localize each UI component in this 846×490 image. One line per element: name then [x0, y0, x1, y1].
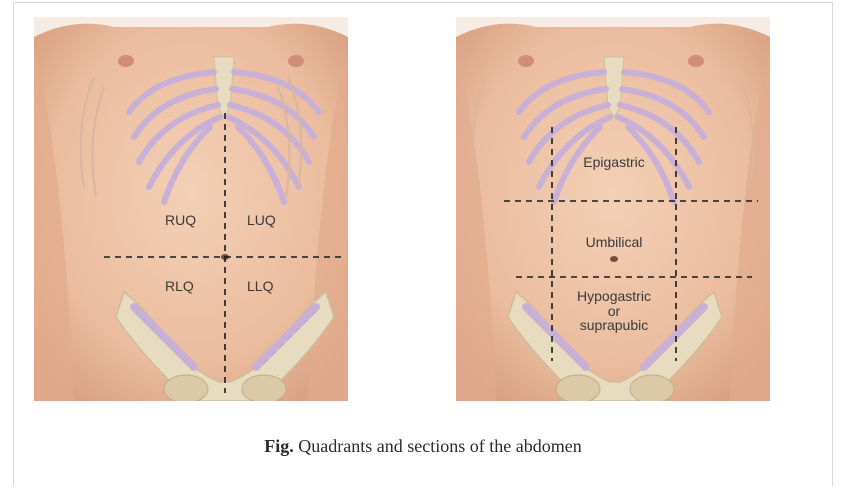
quadrants-illustration: RUQ LUQ RLQ LLQ: [34, 17, 348, 401]
nipple-right: [518, 55, 534, 67]
llq-label: LLQ: [247, 279, 273, 294]
torso-quadrants-drawing: [34, 17, 348, 401]
hypogastric-line-2: or: [552, 304, 676, 319]
umbilical-label: Umbilical: [552, 235, 676, 250]
figure-card: RUQ LUQ RLQ LLQ: [13, 2, 833, 486]
nipple-left: [688, 55, 704, 67]
nipple-left: [288, 55, 304, 67]
figure-caption: Fig. Quadrants and sections of the abdom…: [14, 436, 832, 457]
hypogastric-line-3: suprapubic: [552, 318, 676, 333]
epigastric-label: Epigastric: [552, 155, 676, 170]
hypogastric-label: Hypogastric or suprapubic: [552, 289, 676, 333]
ruq-label: RUQ: [165, 213, 196, 228]
umbilicus: [610, 256, 618, 262]
sections-illustration: Epigastric Umbilical Hypogastric or supr…: [456, 17, 770, 401]
torso-sections-drawing: [456, 17, 770, 401]
luq-label: LUQ: [247, 213, 276, 228]
rlq-label: RLQ: [165, 279, 194, 294]
caption-text: Quadrants and sections of the abdomen: [294, 436, 582, 456]
caption-prefix: Fig.: [264, 436, 294, 456]
hypogastric-line-1: Hypogastric: [552, 289, 676, 304]
nipple-right: [118, 55, 134, 67]
